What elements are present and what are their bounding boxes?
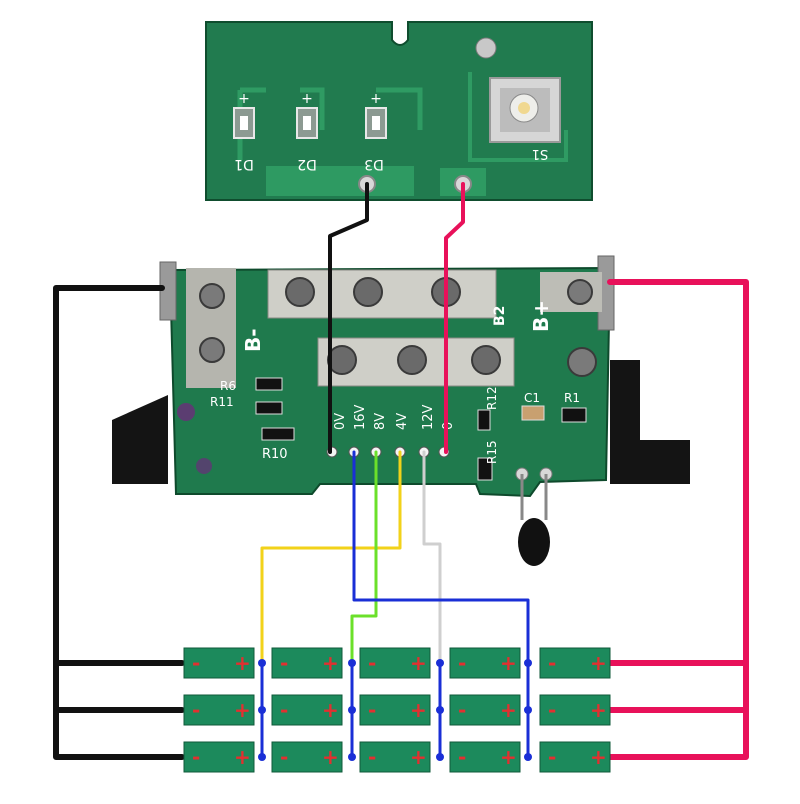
cell-minus-sign: - <box>368 745 376 769</box>
balance-header: 0V 16V 8V 4V 12V 0 <box>326 404 456 458</box>
main-negative-wire <box>53 285 185 760</box>
battery-cell: -+ <box>359 647 431 679</box>
resistor-r6-label: R6 <box>220 379 236 393</box>
battery-cell: -+ <box>449 741 521 773</box>
pin-label-16v: 16V <box>353 404 368 430</box>
cell-plus-sign: + <box>590 698 607 722</box>
pin-label-0v: 0V <box>333 413 348 430</box>
battery-cell: -+ <box>271 741 343 773</box>
cell-minus-sign: - <box>368 651 376 675</box>
bms-board: B- B+ B2 R6 R11 R10 R12 R15 C1 R1 0V 16V… <box>112 255 690 566</box>
cell-minus-sign: - <box>548 698 556 722</box>
battery-cell: -+ <box>539 647 611 679</box>
cell-plus-sign: + <box>410 745 427 769</box>
cell-minus-sign: - <box>458 651 466 675</box>
resistor-r15-label: R15 <box>485 440 499 464</box>
thermistor <box>515 467 553 566</box>
led-d2-plus: + <box>301 91 313 107</box>
battery-cell: -+ <box>449 694 521 726</box>
b2-label: B2 <box>492 306 508 326</box>
led-d1-plus: + <box>238 91 250 107</box>
led-d1-label: D1 <box>234 156 254 172</box>
junction-dot <box>524 659 532 667</box>
battery-cell: -+ <box>183 694 255 726</box>
led-positive-wire <box>444 182 465 454</box>
cell-minus-sign: - <box>192 651 200 675</box>
junction-dot <box>348 706 356 714</box>
junction-dot <box>436 753 444 761</box>
led-d3-label: D3 <box>364 156 384 172</box>
junction-dot <box>258 706 266 714</box>
cell-plus-sign: + <box>590 651 607 675</box>
junction-dot <box>524 706 532 714</box>
cell-minus-sign: - <box>458 698 466 722</box>
cell-plus-sign: + <box>500 698 517 722</box>
junction-dot <box>436 659 444 667</box>
battery-cell: -+ <box>271 647 343 679</box>
pin-label-12v: 12V <box>421 404 436 430</box>
cell-plus-sign: + <box>500 651 517 675</box>
balance-wire-12v <box>422 450 442 759</box>
cell-minus-sign: - <box>548 745 556 769</box>
pin-label-8v: 8V <box>373 413 388 430</box>
junction-dot <box>258 753 266 761</box>
cell-plus-sign: + <box>500 745 517 769</box>
cell-plus-sign: + <box>234 651 251 675</box>
cell-minus-sign: - <box>548 651 556 675</box>
junction-dot <box>436 706 444 714</box>
capacitor-c1-label: C1 <box>524 391 540 405</box>
junction-dot <box>258 659 266 667</box>
battery-cell: -+ <box>539 694 611 726</box>
led-negative-wire <box>328 182 369 454</box>
battery-cell: -+ <box>449 647 521 679</box>
cell-plus-sign: + <box>410 651 427 675</box>
resistor-r1-label: R1 <box>564 391 580 405</box>
led-d2-label: D2 <box>297 156 317 172</box>
b-minus-label: B- <box>241 328 265 352</box>
battery-cell: -+ <box>271 694 343 726</box>
battery-cell: -+ <box>183 647 255 679</box>
battery-cell: -+ <box>359 694 431 726</box>
battery-cell: -+ <box>539 741 611 773</box>
pin-label-0: 0 <box>441 422 456 430</box>
cell-plus-sign: + <box>322 698 339 722</box>
balance-wire-4v <box>260 450 402 759</box>
b-plus-label: B+ <box>529 300 553 332</box>
cell-minus-sign: - <box>280 698 288 722</box>
pin-label-4v: 4V <box>395 413 410 430</box>
cell-plus-sign: + <box>322 651 339 675</box>
cell-minus-sign: - <box>280 651 288 675</box>
cell-minus-sign: - <box>192 698 200 722</box>
led-indicator-board: D1 + D2 + D3 + S1 <box>205 21 593 201</box>
led-d3: D3 + <box>364 91 387 172</box>
battery-cell: -+ <box>183 741 255 773</box>
cell-plus-sign: + <box>410 698 427 722</box>
resistor-r11-label: R11 <box>210 395 234 409</box>
button-s1-label: S1 <box>532 146 549 161</box>
main-positive-wire <box>607 279 749 760</box>
push-button-s1: S1 <box>489 77 561 161</box>
cell-plus-sign: + <box>322 745 339 769</box>
resistor-r10-label: R10 <box>262 447 288 462</box>
mounting-hole <box>475 37 497 59</box>
battery-cell: -+ <box>359 741 431 773</box>
cell-minus-sign: - <box>280 745 288 769</box>
led-d1: D1 + <box>233 91 255 172</box>
led-d3-plus: + <box>370 91 382 107</box>
cell-plus-sign: + <box>234 745 251 769</box>
junction-dot <box>524 753 532 761</box>
junction-dot <box>348 753 356 761</box>
junction-dot <box>348 659 356 667</box>
cell-plus-sign: + <box>234 698 251 722</box>
cell-plus-sign: + <box>590 745 607 769</box>
resistor-r12-label: R12 <box>485 386 499 410</box>
led-d2: D2 + <box>296 91 318 172</box>
cell-minus-sign: - <box>368 698 376 722</box>
battery-cell-array: -+-+-+-+-+-+-+-+-+-+-+-+-+-+-+ <box>183 647 611 773</box>
cell-minus-sign: - <box>458 745 466 769</box>
cell-minus-sign: - <box>192 745 200 769</box>
